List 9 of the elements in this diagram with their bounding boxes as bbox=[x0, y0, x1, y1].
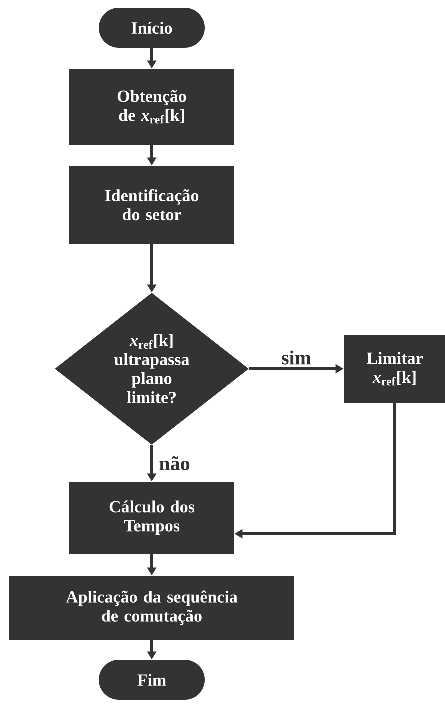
process-box: Obtenção de x$_{ref}$[k] bbox=[70, 69, 234, 145]
terminal-pill: Início bbox=[99, 8, 205, 48]
edge-label: não bbox=[158, 455, 192, 472]
terminal-pill: Fim bbox=[99, 660, 205, 700]
process-box: Identificação do setor bbox=[70, 166, 234, 244]
process-box: Cálculo dos Tempos bbox=[70, 482, 234, 554]
process-box: Limitar x$_{ref}$[k] bbox=[344, 335, 445, 403]
process-box: Aplicação da sequência de comutação bbox=[10, 576, 294, 640]
edge-label: sim bbox=[280, 350, 312, 366]
